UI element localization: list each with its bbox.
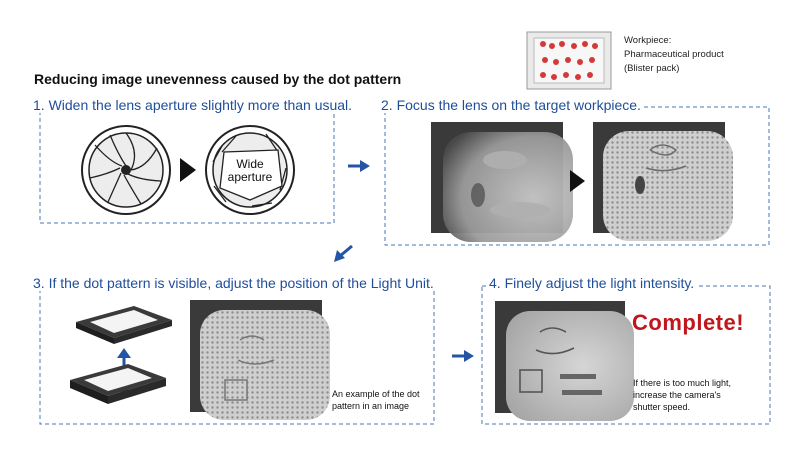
final-photo [495, 301, 634, 421]
step1-label: 1. Widen the lens aperture slightly more… [30, 97, 356, 113]
blurry-photo [431, 122, 573, 242]
workpiece-label-3: (Blister pack) [624, 63, 680, 74]
light-note-1: If there is too much light, [633, 378, 732, 388]
light-note-3: shutter speed. [633, 402, 691, 412]
triangle-arrow-icon [180, 158, 196, 182]
sharp-photo [593, 122, 733, 241]
light-note-2: increase the camera's [633, 390, 721, 400]
wide-aperture-text: Wide aperture [227, 157, 273, 184]
workpiece-label-1: Workpiece: [624, 35, 672, 46]
light-unit-lower [70, 364, 166, 404]
page-title: Reducing image unevenness caused by the … [34, 71, 402, 87]
wide-aperture-icon [205, 125, 295, 215]
step2-label: 2. Focus the lens on the target workpiec… [378, 97, 644, 113]
workpiece-image [526, 31, 612, 90]
dot-pattern-caption-2: pattern in an image [332, 401, 410, 411]
step4-label: 4. Finely adjust the light intensity. [486, 275, 698, 291]
flow-arrow-2-3 [334, 244, 353, 262]
complete-text: Complete! [632, 310, 745, 335]
flow-arrow-3-4 [452, 350, 474, 362]
workpiece-label-2: Pharmaceutical product [624, 49, 724, 60]
light-unit-upper [76, 306, 172, 344]
dot-pattern-photo [190, 300, 330, 420]
narrow-aperture-icon [81, 125, 171, 215]
dot-pattern-caption-1: An example of the dot [332, 389, 420, 399]
step3-label: 3. If the dot pattern is visible, adjust… [30, 275, 437, 291]
flow-arrow-1-2 [348, 160, 370, 172]
triangle-arrow-icon-2 [570, 170, 585, 192]
